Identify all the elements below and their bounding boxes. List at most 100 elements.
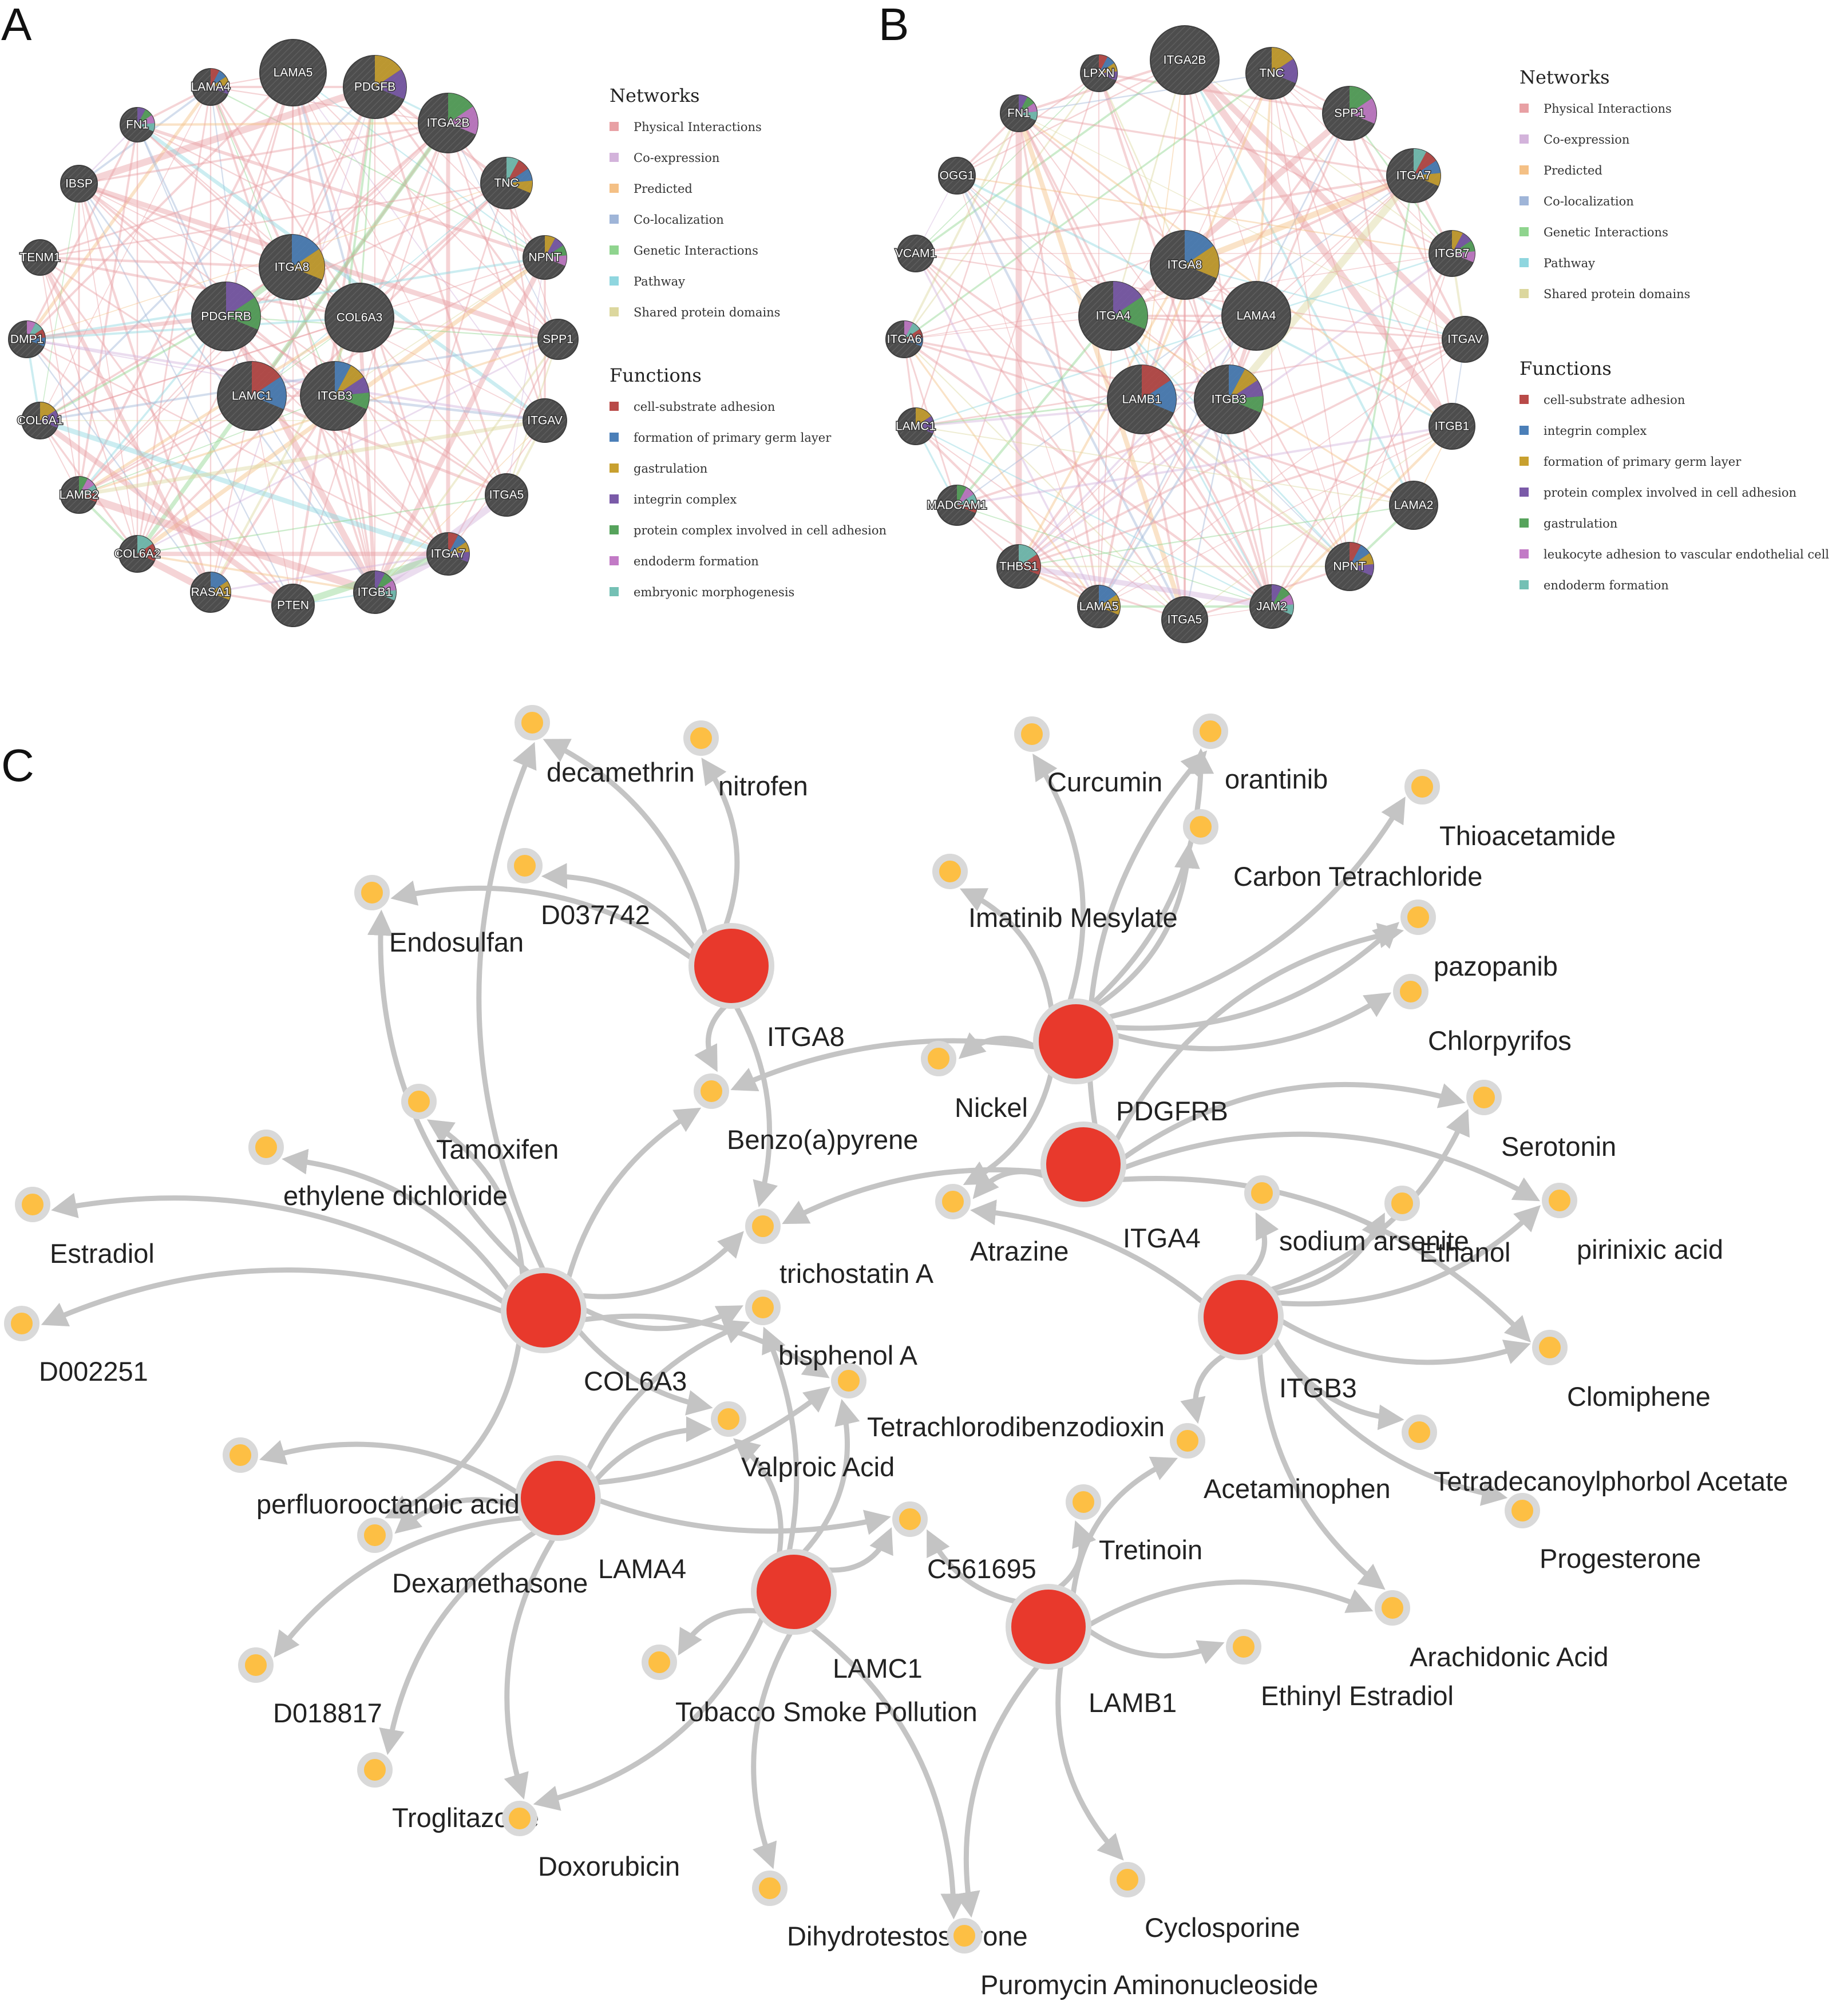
gene-node-itga8[interactable]: ITGA8 [1150,230,1220,300]
chemical-node-tamoxifen[interactable]: Tamoxifen [401,1084,559,1164]
gene-hub-lamc1[interactable]: LAMC1 [751,1549,923,1683]
chemical-node-nitrofen[interactable]: nitrofen [683,720,808,801]
chemical-node-c561695[interactable]: C561695 [892,1501,1036,1584]
chemical-node-d018817[interactable]: D018817 [238,1647,382,1728]
gene-hub-lama4[interactable]: LAMA4 [515,1455,686,1584]
gene-node-itga5[interactable]: ITGA5 [1161,596,1208,643]
gene-node-npnt[interactable]: NPNT [523,235,567,280]
gene-node-dmp1[interactable]: DMP1 [8,320,46,358]
gene-node-tnc[interactable]: TNC [1245,47,1298,100]
gene-node-lama5[interactable]: LAMA5 [1077,585,1121,628]
chemical-node-imatinib-mesylate[interactable]: Imatinib Mesylate [932,854,1178,933]
gene-node-col6a3[interactable]: COL6A3 [325,283,394,352]
gene-node-lama4[interactable]: LAMA4 [1221,281,1291,351]
gene-node-lamb1[interactable]: LAMB1 [1107,364,1177,434]
chemical-node-clomiphene[interactable]: Clomiphene [1532,1330,1711,1412]
chemical-node-ethylene-dichloride[interactable]: ethylene dichloride [248,1130,508,1211]
gene-node-ibsp[interactable]: IBSP [60,165,98,203]
gene-node-vcam1[interactable]: VCAM1 [894,235,937,272]
interaction-edge [1141,398,1351,568]
chemical-node-ethanol[interactable]: Ethanol [1384,1186,1510,1267]
chemical-node-curcumin[interactable]: Curcumin [1014,716,1162,797]
chemical-node-acetaminophen[interactable]: Acetaminophen [1170,1423,1391,1504]
gene-node-itga2b[interactable]: ITGA2B [1150,25,1220,95]
gene-hub-itga8[interactable]: ITGA8 [688,923,845,1052]
chemical-node-tetrachlorodibenzodioxin[interactable]: Tetrachlorodibenzodioxin [831,1363,1165,1442]
chemical-node-doxorubicin[interactable]: Doxorubicin [502,1801,680,1881]
gene-node-fn1[interactable]: FN1 [1000,94,1038,132]
chemical-node-tobacco-smoke-pollution[interactable]: Tobacco Smoke Pollution [642,1645,978,1727]
chemical-node-dihydrotestosterone[interactable]: Dihydrotestosterone [752,1871,1028,1951]
gene-node-jam2[interactable]: JAM2 [1249,584,1294,629]
chemical-node-tetradecanoylphorbol-acetate[interactable]: Tetradecanoylphorbol Acetate [1402,1414,1788,1496]
gene-node-itga5[interactable]: ITGA5 [485,473,528,517]
gene-hub-lamb1[interactable]: LAMB1 [1006,1584,1177,1718]
gene-node-itgb3[interactable]: ITGB3 [300,361,370,431]
gene-node-pten[interactable]: PTEN [271,584,315,627]
gene-node-itga4[interactable]: ITGA4 [1078,281,1148,351]
gene-hub-col6a3[interactable]: COL6A3 [501,1267,687,1396]
gene-node-tnc[interactable]: TNC [480,157,533,209]
chemical-node-endosulfan[interactable]: Endosulfan [354,875,524,957]
chemical-node-cyclosporine[interactable]: Cyclosporine [1110,1862,1300,1943]
gene-node-itga2b[interactable]: ITGA2B [418,93,478,153]
gene-node-lpxn[interactable]: LPXN [1080,54,1118,92]
chemical-node-atrazine[interactable]: Atrazine [935,1184,1069,1266]
chemical-node-arachidonic-acid[interactable]: Arachidonic Acid [1375,1590,1608,1672]
chemical-node-decamethrin[interactable]: decamethrin [515,705,695,787]
chemical-node-sodium-arsenite[interactable]: sodium arsenite [1244,1175,1469,1256]
chemical-node-progesterone[interactable]: Progesterone [1505,1493,1701,1574]
chemical-node-ethinyl-estradiol[interactable]: Ethinyl Estradiol [1226,1629,1454,1711]
gene-hub-itgb3[interactable]: ITGB3 [1198,1274,1357,1403]
chemical-node-orantinib[interactable]: orantinib [1193,714,1328,794]
gene-node-itga6[interactable]: ITGA6 [885,320,923,358]
gene-node-itgb3[interactable]: ITGB3 [1194,364,1264,434]
gene-node-itgb7[interactable]: ITGB7 [1428,230,1475,277]
gene-hub-pdgfrb[interactable]: PDGFRB [1033,998,1228,1126]
chemical-node-thioacetamide[interactable]: Thioacetamide [1404,769,1616,851]
chemical-node-serotonin[interactable]: Serotonin [1466,1080,1616,1162]
gene-node-tenm1[interactable]: TENM1 [19,239,61,276]
gene-node-lamb2[interactable]: LAMB2 [58,476,100,514]
chemical-node-puromycin-aminonucleoside[interactable]: Puromycin Aminonucleoside [947,1918,1318,2000]
chemical-node-dexamethasone[interactable]: Dexamethasone [357,1517,588,1598]
gene-node-itgb1[interactable]: ITGB1 [353,570,397,614]
chemical-node-carbon-tetrachloride[interactable]: Carbon Tetrachloride [1183,809,1482,891]
chemical-node-nickel[interactable]: Nickel [921,1041,1028,1123]
gene-node-spp1[interactable]: SPP1 [537,319,579,360]
gene-node-lamc1[interactable]: LAMC1 [217,361,287,431]
chemical-node-pazopanib[interactable]: pazopanib [1400,900,1558,981]
gene-node-itgav[interactable]: ITGAV [523,398,567,443]
gene-node-lamc1[interactable]: LAMC1 [895,407,937,445]
gene-node-col6a1[interactable]: COL6A1 [16,402,64,439]
gene-node-spp1[interactable]: SPP1 [1322,86,1377,141]
gene-node-npnt[interactable]: NPNT [1325,542,1374,591]
chemical-node-tretinoin[interactable]: Tretinoin [1066,1484,1202,1565]
chemical-node-benzo-a-pyrene[interactable]: Benzo(a)pyrene [694,1073,918,1155]
gene-node-fn1[interactable]: FN1 [120,107,155,142]
chemical-node-estradiol[interactable]: Estradiol [15,1187,155,1269]
gene-node-lama4[interactable]: LAMA4 [190,68,231,106]
chemical-node-valproic-acid[interactable]: Valproic Acid [711,1401,895,1482]
gene-node-itga7[interactable]: ITGA7 [426,532,470,576]
gene-node-pdgfrb[interactable]: PDGFRB [191,282,261,351]
gene-hub-itga4[interactable]: ITGA4 [1040,1122,1201,1253]
gene-node-itgav[interactable]: ITGAV [1442,316,1489,363]
gene-node-lama2[interactable]: LAMA2 [1389,481,1438,530]
gene-node-ogg1[interactable]: OGG1 [938,157,976,195]
gene-node-madcam1[interactable]: MADCAM1 [926,485,988,526]
chemical-node-chlorpyrifos[interactable]: Chlorpyrifos [1393,974,1572,1056]
gene-node-itga8[interactable]: ITGA8 [259,234,325,300]
gene-node-itgb1[interactable]: ITGB1 [1428,403,1475,450]
gene-node-col6a2[interactable]: COL6A2 [113,535,161,573]
gene-node-itga7[interactable]: ITGA7 [1386,148,1441,203]
chemical-node-d037742[interactable]: D037742 [507,848,650,930]
chemical-node-trichostatin-a[interactable]: trichostatin A [745,1208,934,1289]
chemical-node-perfluorooctanoic-acid[interactable]: perfluorooctanoic acid [223,1437,520,1519]
chemical-node-pirinixic-acid[interactable]: pirinixic acid [1542,1183,1723,1265]
gene-node-rasa1[interactable]: RASA1 [190,572,231,613]
gene-node-thbs1[interactable]: THBS1 [996,544,1041,589]
chemical-node-d002251[interactable]: D002251 [4,1306,148,1386]
gene-node-pdgfb[interactable]: PDGFB [343,55,407,119]
gene-node-lama5[interactable]: LAMA5 [259,39,327,106]
